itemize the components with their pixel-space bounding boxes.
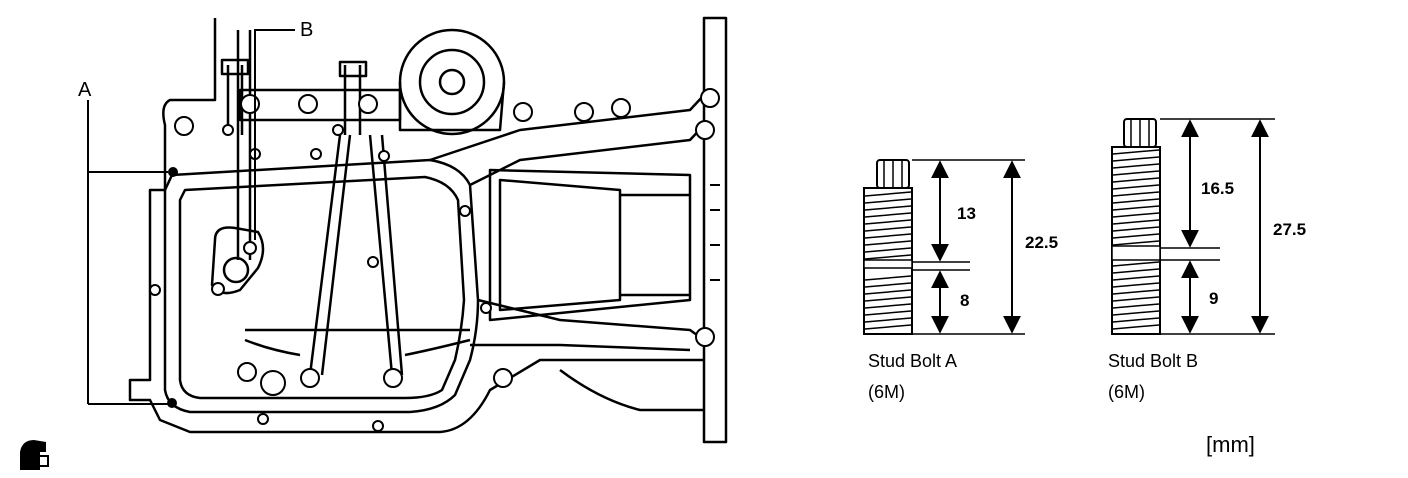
- thread-line: [864, 282, 912, 288]
- stud-a-size: (6M): [868, 382, 905, 402]
- thread-line: [1112, 198, 1160, 204]
- leader-lines: [87, 29, 295, 405]
- thread-line: [1112, 219, 1160, 225]
- stud-b-title: Stud Bolt B: [1108, 351, 1198, 371]
- flange-ticks: [710, 184, 720, 281]
- pump-housing: [398, 28, 506, 136]
- thread-line: [1112, 282, 1160, 288]
- window-panel: [488, 168, 692, 322]
- oil-pan-drawing: [128, 16, 728, 444]
- sealant-tube-icon: [20, 440, 49, 470]
- thread-line: [1112, 324, 1160, 330]
- stud-a-title: Stud Bolt A: [868, 351, 957, 371]
- gasket-inner: [178, 175, 466, 400]
- thread-line: [864, 303, 912, 309]
- thread-line: [1112, 163, 1160, 169]
- thread-line: [1112, 233, 1160, 239]
- thread-line: [1112, 289, 1160, 295]
- pipe-b: [236, 30, 252, 260]
- thread-line: [864, 310, 912, 316]
- thread-line: [864, 240, 912, 246]
- stud-b-size: (6M): [1108, 382, 1145, 402]
- thread-line: [864, 219, 912, 225]
- label-a: A: [78, 79, 92, 101]
- thread-line: [1112, 205, 1160, 211]
- thread-line: [1112, 296, 1160, 302]
- thread-line: [1112, 177, 1160, 183]
- thread-line: [864, 247, 912, 253]
- thread-line: [864, 191, 912, 197]
- thread-line: [864, 254, 912, 260]
- strut-left: [308, 134, 352, 376]
- thread-line: [1112, 156, 1160, 162]
- stud-a-dim-total: 22.5: [1025, 233, 1058, 252]
- stud-b-dim-total: 27.5: [1273, 220, 1306, 239]
- thread-line: [1112, 268, 1160, 274]
- lower-rib: [470, 298, 705, 352]
- thread-line: [1112, 275, 1160, 281]
- thread-line: [864, 233, 912, 239]
- thread-line: [1112, 149, 1160, 155]
- thread-line: [1112, 184, 1160, 190]
- housing-outline: [128, 18, 704, 434]
- strut-right: [368, 134, 404, 376]
- thread-line: [864, 212, 912, 218]
- stud-markers: [167, 167, 178, 408]
- thread-line: [864, 198, 912, 204]
- thread-line: [1112, 310, 1160, 316]
- thread-line: [1112, 212, 1160, 218]
- stud-b-dim-upper: 16.5: [1201, 179, 1234, 198]
- thread-line: [864, 296, 912, 302]
- thread-line: [864, 324, 912, 330]
- right-flange: [702, 16, 728, 444]
- thread-line: [1112, 317, 1160, 323]
- thread-line: [864, 317, 912, 323]
- thread-line: [1112, 261, 1160, 267]
- thread-line: [1112, 240, 1160, 246]
- label-b: B: [300, 19, 313, 41]
- thread-line: [1112, 170, 1160, 176]
- thread-line: [864, 205, 912, 211]
- stud-bolt-a: 13 8 22.5 Stud Bolt A (6M): [863, 159, 1058, 402]
- stud-b-dim-lower: 9: [1209, 289, 1218, 308]
- bolt-holes: [149, 88, 720, 432]
- stud-bolt-b: 16.5 9 27.5 Stud Bolt B (6M): [1108, 118, 1306, 402]
- thread-line: [1112, 303, 1160, 309]
- thread-line: [864, 226, 912, 232]
- thread-line: [1112, 191, 1160, 197]
- thread-line: [1112, 226, 1160, 232]
- thread-line: [864, 275, 912, 281]
- thread-line: [864, 289, 912, 295]
- stud-a-dim-upper: 13: [957, 204, 976, 223]
- stud-a-dim-lower: 8: [960, 291, 969, 310]
- unit-label: [mm]: [1206, 432, 1255, 457]
